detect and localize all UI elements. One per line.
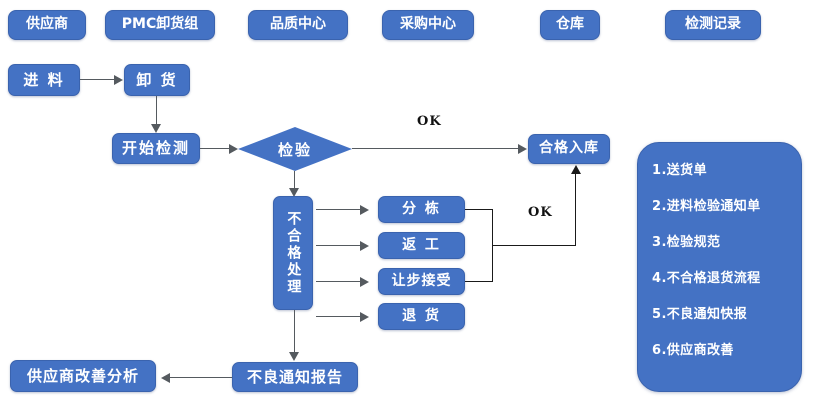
swimlane-header-label: 采购中心 <box>400 16 456 33</box>
node-supplier-improvement[interactable]: 供应商改善分析 <box>10 360 156 392</box>
node-label: 不良通知报告 <box>246 367 343 386</box>
node-label: 合格入库 <box>539 140 599 157</box>
swimlane-header-label: 仓库 <box>556 16 584 33</box>
reference-list-item: 2.进料检验通知单 <box>652 199 761 214</box>
swimlane-header-pmc-unload[interactable]: PMC卸货组 <box>105 10 215 40</box>
node-nonconforming-handling[interactable]: 不合格处理 <box>273 196 313 310</box>
edge-decision-to-qualified-storage <box>352 148 520 150</box>
edge-decision-to-nonconforming <box>294 171 296 191</box>
swimlane-header-purchasing-center[interactable]: 采购中心 <box>382 10 474 40</box>
edge-defect-report-to-supplier-improvement <box>170 377 232 379</box>
edge-arrowhead <box>114 75 123 85</box>
edge-arrowhead <box>151 124 161 133</box>
edge-concession-to-rejoin <box>465 281 493 283</box>
node-rework[interactable]: 返 工 <box>378 232 465 259</box>
node-label: 返 工 <box>402 236 441 253</box>
swimlane-header-label: 检测记录 <box>685 16 741 33</box>
node-label: 分 栋 <box>402 200 441 217</box>
edge-riser-to-qualified-storage <box>575 174 577 246</box>
edge-nonconforming-to-concession <box>316 281 362 283</box>
edge-rejoin-to-riser <box>492 245 576 247</box>
node-inspection-decision[interactable]: 检验 <box>238 127 352 171</box>
node-defect-report[interactable]: 不良通知报告 <box>232 362 358 392</box>
node-label: 进 料 <box>23 70 65 89</box>
edge-incoming-to-unload <box>80 79 116 81</box>
node-sorting[interactable]: 分 栋 <box>378 196 465 223</box>
edge-start-inspection-to-decision <box>200 148 232 150</box>
node-incoming-material[interactable]: 进 料 <box>8 64 80 96</box>
edge-label-ok-branch: OK <box>528 205 553 220</box>
node-unload[interactable]: 卸 货 <box>124 64 190 96</box>
edge-label-ok-top: OK <box>417 114 442 129</box>
reference-list-item: 4.不合格退货流程 <box>652 271 761 286</box>
node-return-goods[interactable]: 退 货 <box>378 303 465 330</box>
edge-arrowhead <box>229 144 238 154</box>
swimlane-header-label: 供应商 <box>26 16 68 33</box>
edge-arrowhead <box>360 241 369 251</box>
reference-list-item: 1.送货单 <box>652 163 707 178</box>
edge-unload-to-start-inspection <box>156 96 158 126</box>
swimlane-header-quality-center[interactable]: 品质中心 <box>248 10 348 40</box>
edge-sorting-to-rejoin <box>465 209 493 211</box>
node-start-inspection[interactable]: 开始检测 <box>112 133 200 164</box>
edge-nonconforming-to-rework <box>316 245 362 247</box>
edge-arrowhead <box>289 188 299 197</box>
reference-list-item: 3.检验规范 <box>652 235 721 250</box>
swimlane-header-label: PMC卸货组 <box>121 16 199 33</box>
node-label: 让步接受 <box>391 272 452 289</box>
edge-arrowhead <box>360 312 369 322</box>
node-label: 退 货 <box>402 307 441 324</box>
swimlane-header-inspection-record[interactable]: 检测记录 <box>665 10 761 40</box>
node-label: 开始检测 <box>121 139 190 158</box>
swimlane-header-label: 品质中心 <box>270 16 326 33</box>
edge-arrowhead <box>360 205 369 215</box>
reference-list-item: 5.不良通知快报 <box>652 307 748 322</box>
node-qualified-storage[interactable]: 合格入库 <box>528 134 610 164</box>
edge-nonconforming-to-sorting <box>316 209 362 211</box>
reference-document-panel: 1.送货单 2.进料检验通知单 3.检验规范 4.不合格退货流程 5.不良通知快… <box>637 142 802 392</box>
edge-arrowhead <box>571 165 581 174</box>
swimlane-header-warehouse[interactable]: 仓库 <box>540 10 600 40</box>
reference-list-item: 6.供应商改善 <box>652 343 734 358</box>
edge-arrowhead <box>518 144 527 154</box>
edge-arrowhead <box>161 373 170 383</box>
node-label: 不合格处理 <box>285 210 302 296</box>
node-label: 卸 货 <box>136 70 178 89</box>
edge-arrowhead <box>289 352 299 361</box>
edge-nonconforming-to-return <box>316 316 362 318</box>
swimlane-header-supplier[interactable]: 供应商 <box>8 10 86 40</box>
node-label: 供应商改善分析 <box>26 366 139 385</box>
node-label: 检验 <box>277 140 312 159</box>
node-concession-accept[interactable]: 让步接受 <box>378 268 465 295</box>
edge-arrowhead <box>360 277 369 287</box>
edge-nonconforming-to-defect-report <box>294 310 296 354</box>
